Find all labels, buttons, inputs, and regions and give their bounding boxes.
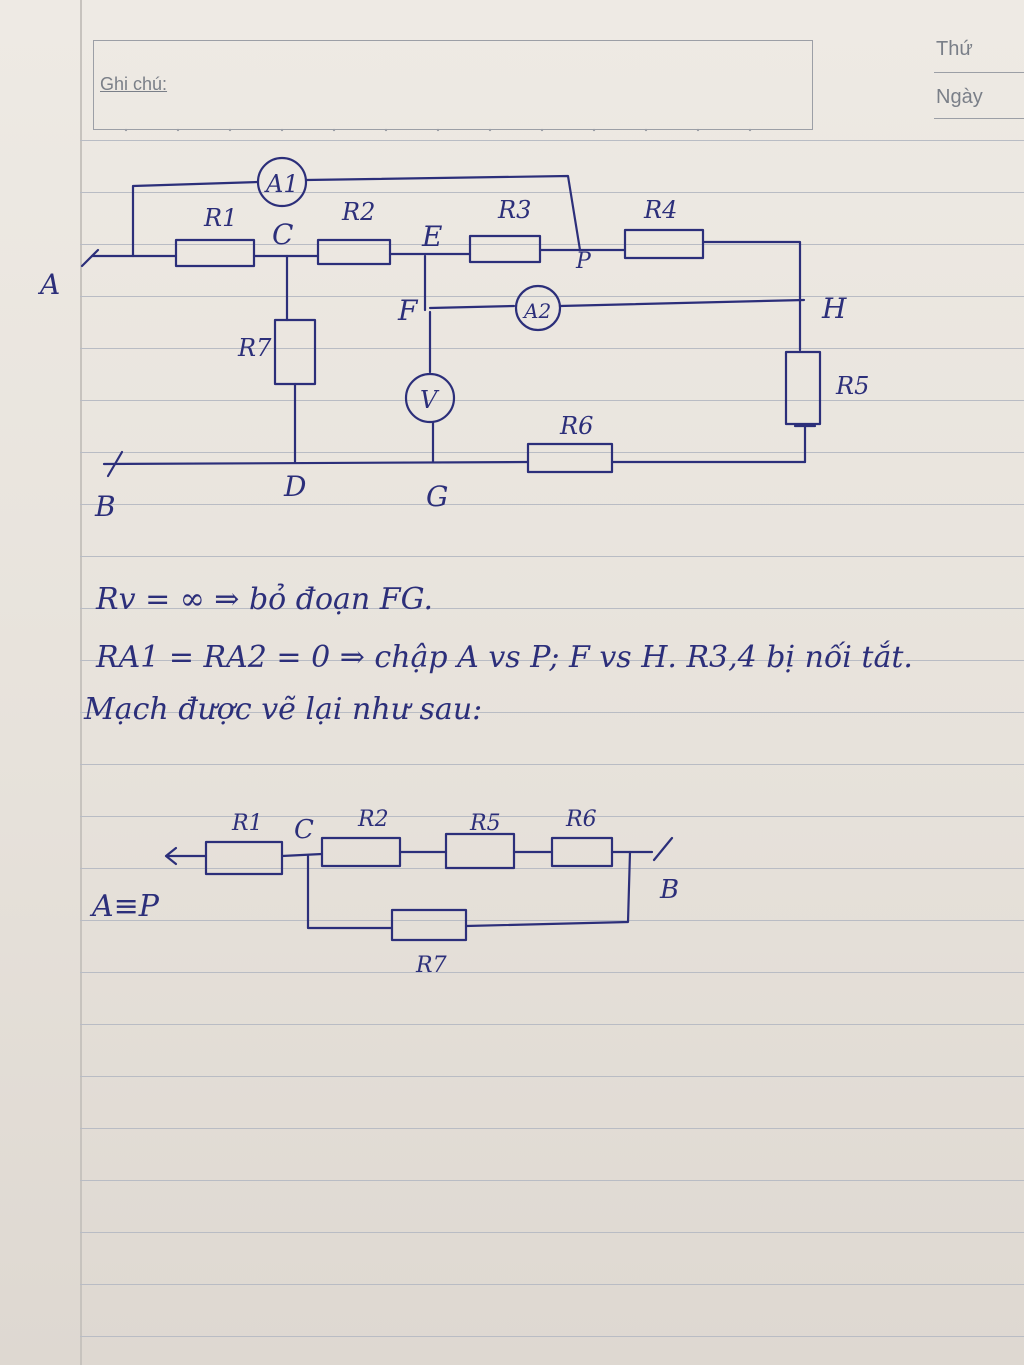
resistor2-r7-shape — [390, 908, 468, 942]
label2-r5: R5 — [469, 811, 501, 836]
label2-r2: R2 — [357, 807, 389, 832]
ruled-line — [80, 1076, 1024, 1077]
ruled-line — [80, 608, 1024, 609]
ruled-line — [80, 764, 1024, 765]
terminal-a-tick — [80, 248, 100, 268]
ruled-line — [80, 868, 1024, 869]
note-line-1: Rv = ∞ ⇒ bỏ đoạn FG. — [96, 582, 434, 617]
notes-label: Ghi chú: — [100, 74, 168, 94]
label-r4: R4 — [643, 196, 677, 224]
label-r3: R3 — [497, 196, 531, 224]
resistor-r6-shape — [526, 442, 614, 474]
label2-r1: R1 — [231, 811, 263, 836]
ruled-line — [80, 192, 1024, 193]
resistor-r4-shape — [623, 228, 705, 260]
ammeter-a1-shape — [256, 156, 308, 208]
dot-row — [100, 128, 800, 132]
ruled-line — [80, 972, 1024, 973]
ruled-line — [80, 920, 1024, 921]
label-r7: R7 — [237, 334, 272, 362]
ruled-line — [80, 296, 1024, 297]
label2-a-equiv-p: A≡P — [89, 889, 160, 924]
ruled-line — [80, 1284, 1024, 1285]
label-r2: R2 — [341, 198, 375, 226]
label-node-f: F — [397, 294, 419, 327]
label-v: V — [420, 386, 440, 414]
ruled-line — [80, 244, 1024, 245]
label2-r7: R7 — [415, 953, 447, 978]
ruled-line — [80, 660, 1024, 661]
ruled-line — [80, 504, 1024, 505]
day-label: Thứ — [936, 38, 973, 60]
label-r1: R1 — [203, 204, 237, 232]
label-node-g: G — [426, 480, 448, 513]
ammeter-a2-shape — [514, 284, 562, 332]
label-node-h: H — [821, 292, 847, 325]
label-r6: R6 — [559, 412, 593, 440]
label-node-e: E — [421, 220, 442, 253]
ruled-line — [80, 712, 1024, 713]
label-node-p: P — [575, 249, 592, 274]
label-a2: A2 — [522, 299, 551, 323]
label2-r6: R6 — [565, 807, 597, 832]
ruled-line — [80, 1336, 1024, 1337]
label-a1: A1 — [264, 170, 299, 198]
resistor-r1-shape — [174, 238, 256, 268]
label-node-d: D — [283, 470, 306, 503]
ruled-line — [80, 400, 1024, 401]
ruled-line — [80, 816, 1024, 817]
ruled-line — [80, 452, 1024, 453]
ruled-line — [80, 1180, 1024, 1181]
label-node-c: C — [272, 218, 293, 251]
ruled-line — [80, 348, 1024, 349]
resistor2-r6-shape — [550, 836, 614, 868]
note-line-3: Mạch được vẽ lại như sau: — [84, 692, 483, 727]
ruled-line — [80, 1232, 1024, 1233]
ruled-line — [80, 140, 1024, 141]
note-line-2: RA1 = RA2 = 0 ⇒ chập A vs P; F vs H. R3,… — [96, 640, 913, 675]
resistor-r2-shape — [316, 238, 392, 266]
date-label: Ngày — [936, 86, 983, 108]
voltmeter-v-shape — [404, 372, 456, 424]
date-rule — [934, 118, 1024, 119]
label-r5: R5 — [835, 372, 869, 400]
label-node-a: A — [37, 268, 60, 301]
resistor2-r1-shape — [204, 840, 284, 876]
ruled-line — [80, 556, 1024, 557]
resistor2-r5-shape — [444, 832, 516, 870]
label2-node-c: C — [294, 815, 314, 845]
label-node-b: B — [94, 490, 116, 523]
resistor2-r2-shape — [320, 836, 402, 868]
margin-line — [80, 0, 82, 1365]
ruled-line — [80, 1024, 1024, 1025]
day-rule — [934, 72, 1024, 73]
label2-node-b: B — [659, 875, 679, 905]
resistor-r5-shape — [784, 350, 822, 426]
ruled-line — [80, 1128, 1024, 1129]
